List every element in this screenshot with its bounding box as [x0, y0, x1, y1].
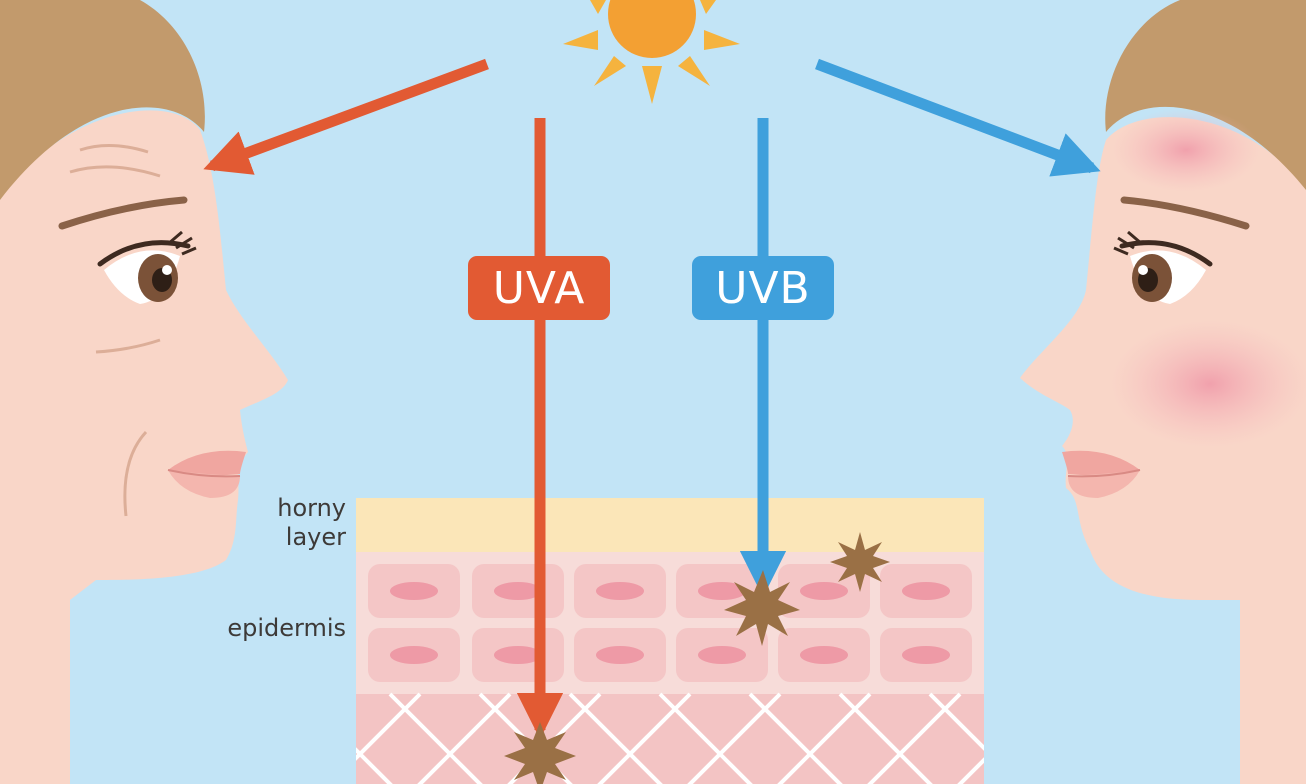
uva-arrows: [203, 58, 564, 740]
left-lips: [167, 450, 246, 498]
uvb-arrow-to-face: [815, 58, 1101, 177]
horny-layer: [356, 498, 984, 552]
left-hair: [0, 0, 205, 200]
left-eyebrow: [58, 196, 188, 230]
left-eye: [97, 230, 197, 304]
sun-icon: [563, 0, 740, 104]
pigment-spot-icon: [724, 570, 800, 646]
right-hair: [1105, 0, 1306, 190]
right-cheek-redness: [1110, 320, 1306, 448]
dermis-layer: [356, 692, 984, 784]
left-face: [0, 0, 288, 784]
uva-badge: UVA: [468, 256, 610, 320]
horny-layer-label: horny layer: [200, 494, 346, 552]
pigment-spot-icon: [504, 722, 576, 784]
pigment-spot-icon: [830, 532, 890, 592]
epidermis-cells: [368, 564, 972, 682]
pigment-spots: [504, 532, 890, 784]
epidermis-layer: [356, 552, 984, 694]
skin-cross-section: [356, 498, 984, 784]
right-lips: [1062, 450, 1141, 498]
horny-layer-label-line1: horny: [277, 494, 346, 522]
right-forehead-redness: [1112, 108, 1260, 192]
right-eyebrow: [1120, 196, 1250, 230]
uva-arrow-to-face: [203, 58, 489, 175]
right-face: [1020, 0, 1306, 784]
epidermis-label: epidermis: [227, 614, 346, 642]
right-eye: [1113, 230, 1213, 304]
uvb-badge: UVB: [692, 256, 834, 320]
horny-layer-label-line2: layer: [285, 523, 346, 551]
uvb-arrows: [739, 58, 1101, 598]
